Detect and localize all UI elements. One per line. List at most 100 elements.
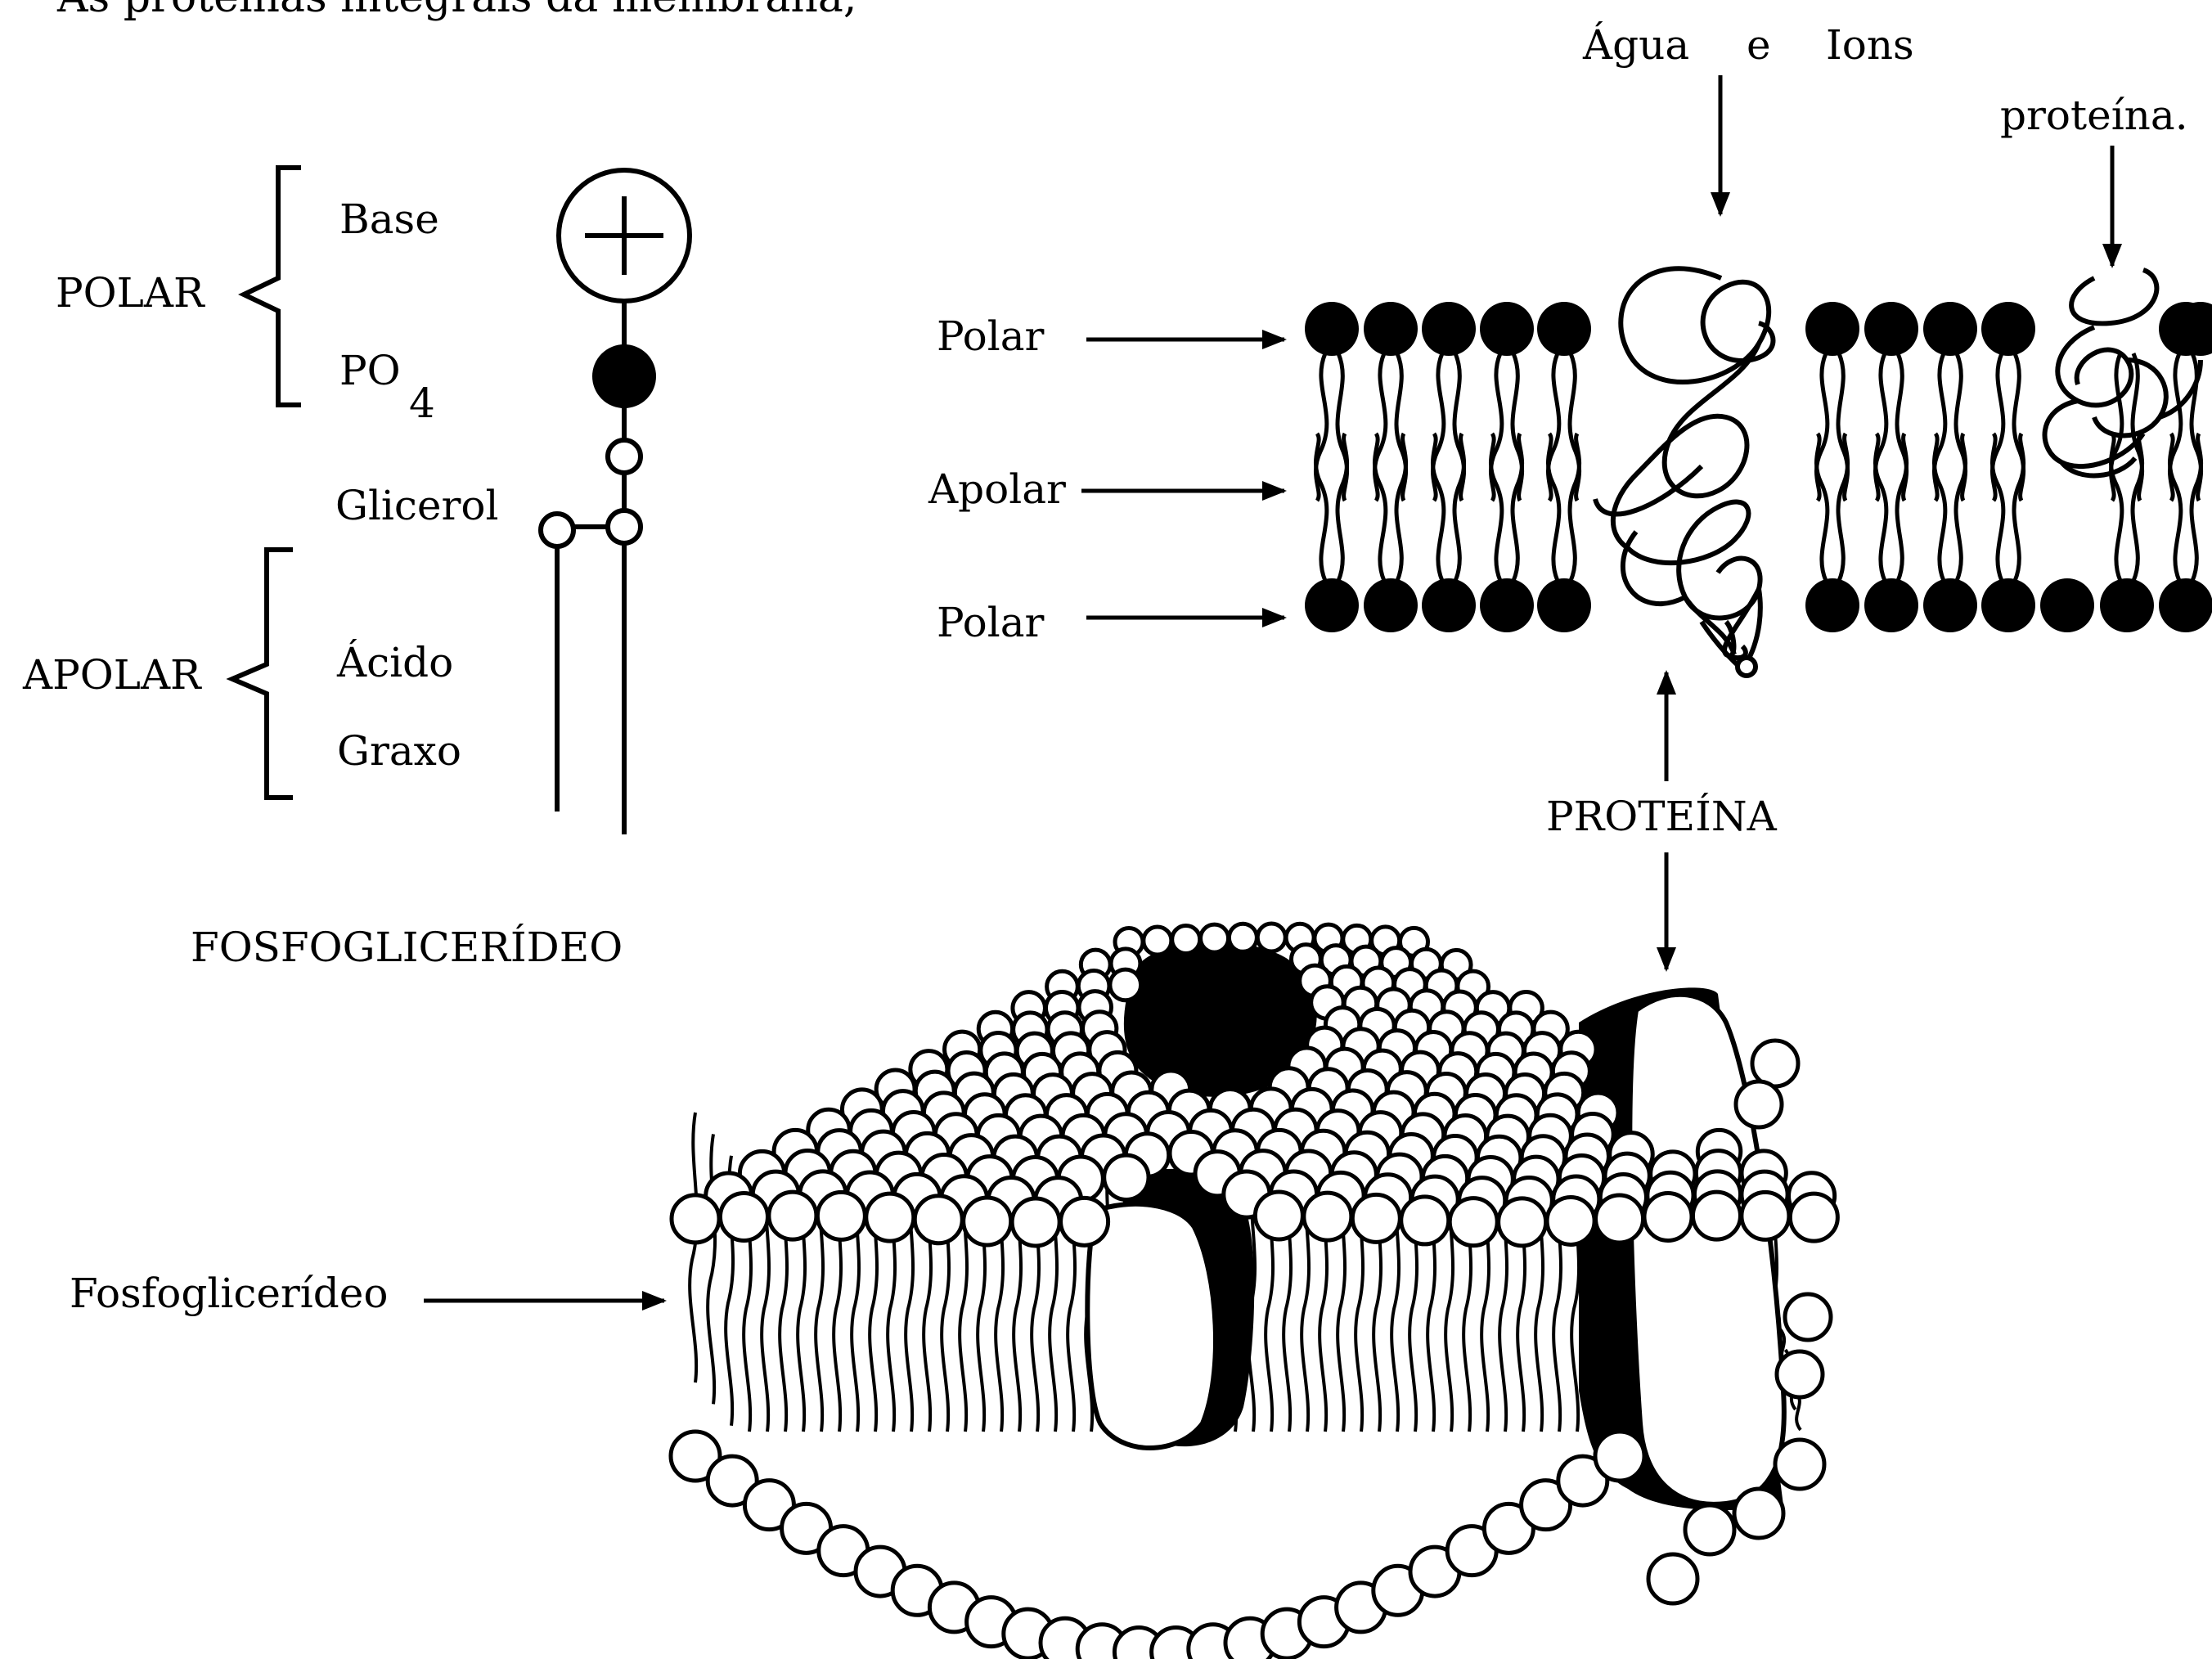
lipid-head-top [1364,302,1418,356]
lipid-tail [1396,434,1406,581]
lipid-head [1742,1192,1789,1239]
glicerol-label: Glicerol [335,482,499,529]
lipid-tail [1934,434,1944,581]
fosfoglicerideo-title: FOSFOGLICERÍDEO [191,923,623,971]
lipid-head [1775,1440,1824,1489]
lipid-head-bottom [1864,578,1918,632]
lipid-tail [1897,434,1907,581]
lipid-head-bottom [1805,578,1859,632]
lipid-tail [1432,434,1443,581]
base-label: Base [339,196,439,243]
lipid-tail [2169,434,2180,581]
lipid-head-bottom [2159,578,2212,632]
lipid-head [1229,924,1257,951]
lipid-head-bottom [1422,578,1476,632]
lipid-head [1693,1192,1740,1239]
lipid-head [1172,925,1200,953]
lipid-head [964,1198,1011,1245]
e-label: e [1747,21,1771,69]
lipid-head [1144,927,1171,955]
lipid-head [1785,1294,1831,1340]
lipid-tail [1816,434,1827,581]
lipid-tail [2014,434,2024,581]
lipid-head [1790,1194,1837,1241]
lipid-head [1596,1195,1643,1243]
glycerol-ball-mid [608,510,641,543]
lipid-head [1255,1192,1302,1239]
apolar-brace [232,550,293,798]
lipid-tail [1838,434,1848,581]
lipid-head-bottom [2040,578,2094,632]
membrane-tail [708,1134,715,1404]
lipid-tail [1513,434,1522,581]
lipid-head-top [1805,302,1859,356]
lipid-tail [1548,434,1558,581]
lipid-tail [1374,434,1385,581]
lipid-head [1012,1198,1059,1246]
lipid-head-top [1422,302,1476,356]
lipid-head [672,1195,719,1243]
acido-label: Ácido [336,638,453,686]
lipid-head [1110,969,1141,1000]
polar-bottom-label: Polar [937,599,1045,646]
lipid-head-top [1981,302,2035,356]
phospholipid-schematic: POLAR APOLAR Base PO 4 Glicerol Ácido Gr… [22,168,690,971]
lipid-head [1304,1193,1351,1240]
lipid-head-bottom [1537,578,1591,632]
lipid-tail [1454,434,1464,581]
glycerol-ball-top [608,440,641,473]
po4-subscript: 4 [409,380,435,427]
apolar-mid-label: Apolar [928,465,1066,513]
graxo-label: Graxo [337,727,461,775]
top-caption: As proteínas integrais da membrana; [56,0,857,22]
po4-label: PO [339,347,401,394]
ions-label: Ions [1826,21,1914,69]
lipid-tail [1956,434,1966,581]
lipid-head-top [1537,302,1591,356]
lipid-head [1547,1197,1594,1244]
lipid-head-bottom [1480,578,1534,632]
lipid-head-top [1864,302,1918,356]
lipid-tail [1570,434,1580,581]
proteina-small-label: proteína. [2000,92,2188,139]
lipid-head [1450,1198,1497,1246]
lipid-tail [1490,434,1501,581]
lipid-head-top [1480,302,1534,356]
lipid-head [1736,1081,1782,1127]
lipid-tail [1338,434,1347,581]
lipid-head [866,1194,914,1241]
polar-label: POLAR [56,269,205,317]
lipid-head [769,1192,816,1239]
lipid-head [1257,924,1285,951]
membrane-tail [690,1113,697,1382]
lipid-head [1734,1489,1783,1538]
proteina-caps-label: PROTEÍNA [1546,792,1778,840]
lipid-head [1777,1351,1823,1397]
lipid-head [1201,924,1229,952]
glycerol-ball-side [541,514,573,546]
lipid-head [1104,1155,1149,1199]
lipid-head [1595,1432,1644,1481]
lipid-head-bottom [1981,578,2035,632]
lipid-head [915,1196,962,1243]
lipid-tail [2133,434,2142,581]
lipid-head-bottom [1923,578,1977,632]
channel-protein [1595,268,1774,669]
lipid-head [817,1192,865,1239]
lipid-head-bottom [1364,578,1418,632]
lipid-tail [1875,434,1886,581]
membrane-3d: Fosfoglicerídeo [70,924,1837,1659]
lipid-head [1401,1197,1449,1244]
bilayer-label-arrows [1081,339,1284,618]
lipid-head [1644,1194,1692,1241]
bilayer-section: Polar Apolar Polar Água e Ions proteína.… [928,20,2212,969]
lipid-head [1499,1198,1546,1246]
lipid-head-bottom [1305,578,1359,632]
lipid-tail [1315,434,1326,581]
lipid-head-top [1305,302,1359,356]
lipid-head [1648,1554,1697,1603]
lipid-head [1061,1198,1108,1245]
lipid-head [720,1193,767,1240]
lipid-tail [1992,434,2003,581]
